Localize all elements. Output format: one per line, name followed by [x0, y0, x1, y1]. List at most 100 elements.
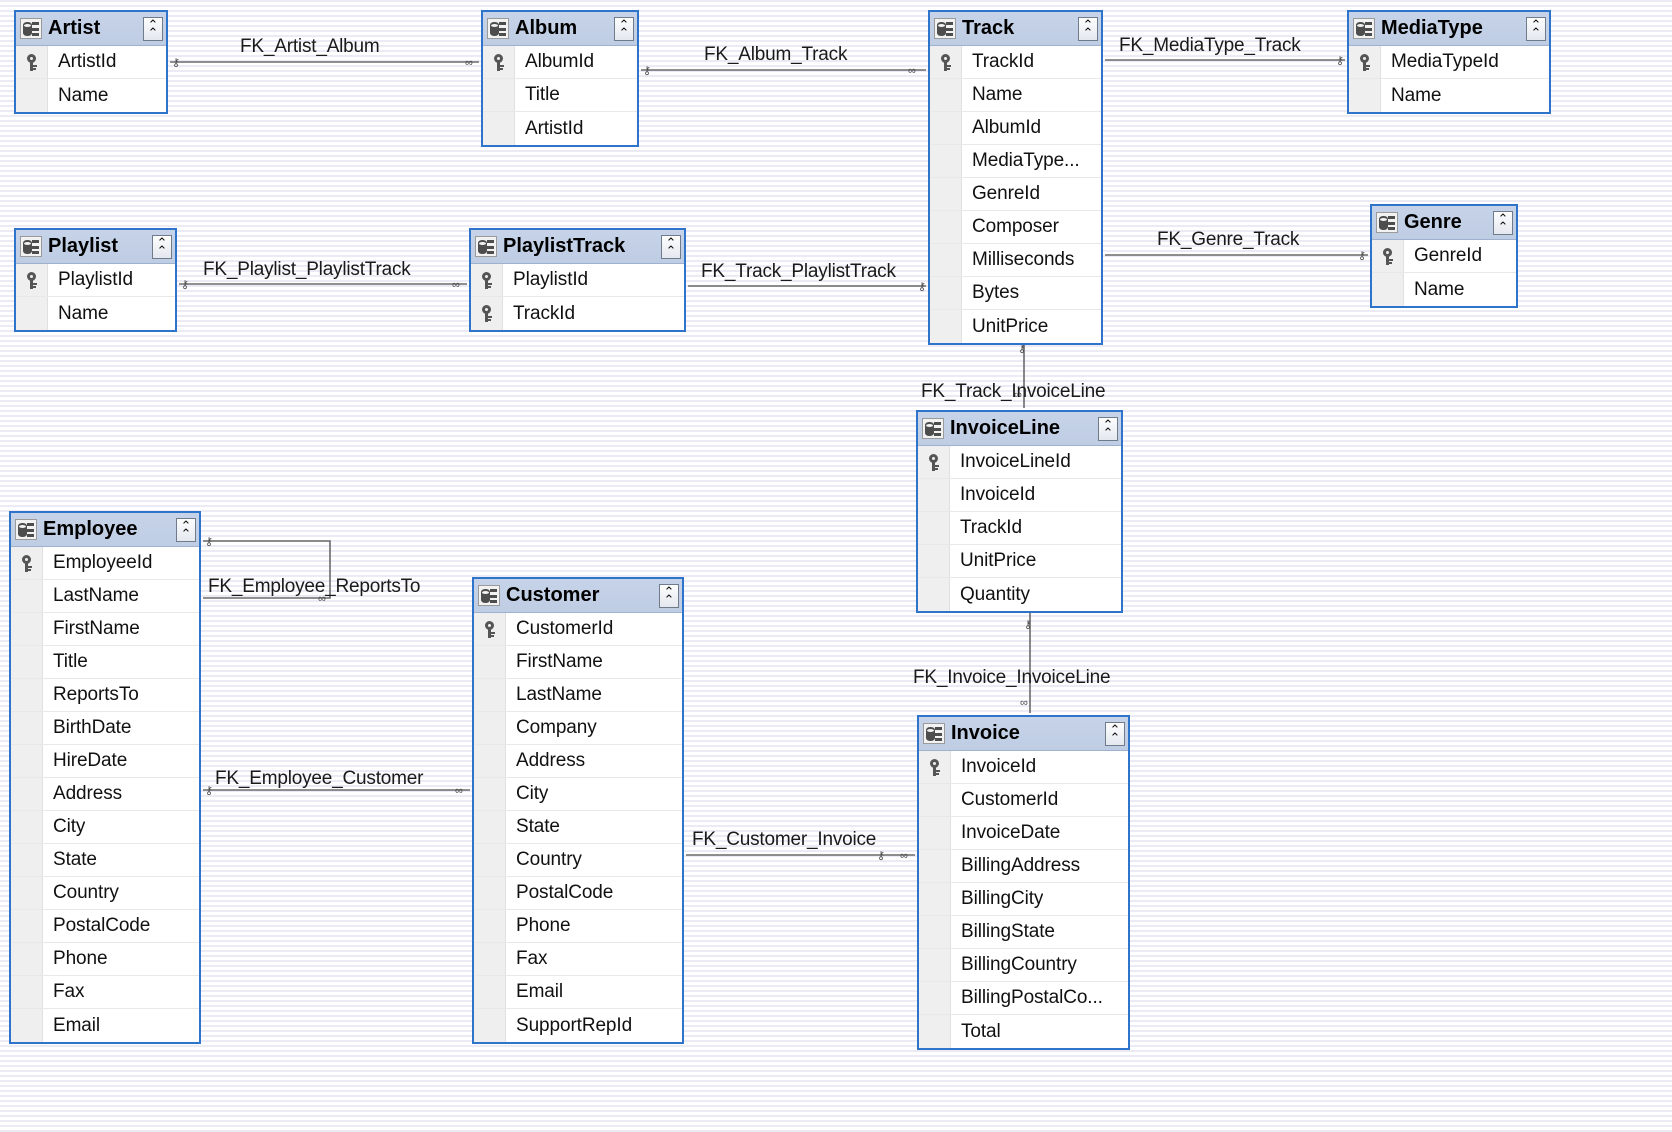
- table-row[interactable]: Milliseconds: [930, 244, 1101, 277]
- table-row[interactable]: CustomerId: [474, 613, 682, 646]
- table-row[interactable]: InvoiceId: [919, 751, 1128, 784]
- table-row[interactable]: InvoiceId: [918, 479, 1121, 512]
- table-row[interactable]: Name: [16, 297, 175, 330]
- table-header-playlisttrack[interactable]: PlaylistTrack⌃⌃: [471, 230, 684, 264]
- table-row[interactable]: InvoiceLineId: [918, 446, 1121, 479]
- collapse-chevron-up-icon[interactable]: ⌃⌃: [152, 234, 172, 259]
- table-row[interactable]: BillingState: [919, 916, 1128, 949]
- collapse-chevron-up-icon[interactable]: ⌃⌃: [614, 16, 634, 41]
- collapse-chevron-up-icon[interactable]: ⌃⌃: [1526, 16, 1546, 41]
- table-row[interactable]: TrackId: [930, 46, 1101, 79]
- table-row[interactable]: PostalCode: [474, 877, 682, 910]
- table-header-customer[interactable]: Customer⌃⌃: [474, 579, 682, 613]
- relationship-label-fk_playlist_playlisttrack[interactable]: FK_Playlist_PlaylistTrack: [203, 259, 411, 280]
- table-row[interactable]: MediaTypeId: [1349, 46, 1549, 79]
- table-row[interactable]: BillingCity: [919, 883, 1128, 916]
- table-row[interactable]: Address: [11, 778, 199, 811]
- table-row[interactable]: LastName: [11, 580, 199, 613]
- table-row[interactable]: PostalCode: [11, 910, 199, 943]
- table-row[interactable]: InvoiceDate: [919, 817, 1128, 850]
- table-row[interactable]: LastName: [474, 679, 682, 712]
- table-row[interactable]: FirstName: [474, 646, 682, 679]
- table-row[interactable]: MediaType...: [930, 145, 1101, 178]
- table-row[interactable]: ArtistId: [16, 46, 166, 79]
- table-row[interactable]: City: [11, 811, 199, 844]
- collapse-chevron-up-icon[interactable]: ⌃⌃: [143, 16, 163, 41]
- table-row[interactable]: Company: [474, 712, 682, 745]
- collapse-chevron-up-icon[interactable]: ⌃⌃: [1078, 16, 1098, 41]
- table-row[interactable]: Quantity: [918, 578, 1121, 611]
- collapse-chevron-up-icon[interactable]: ⌃⌃: [1098, 416, 1118, 441]
- table-row[interactable]: State: [11, 844, 199, 877]
- table-row[interactable]: TrackId: [471, 297, 684, 330]
- table-row[interactable]: Country: [11, 877, 199, 910]
- table-row[interactable]: TrackId: [918, 512, 1121, 545]
- table-row[interactable]: PlaylistId: [471, 264, 684, 297]
- table-row[interactable]: GenreId: [1372, 240, 1516, 273]
- table-row[interactable]: GenreId: [930, 178, 1101, 211]
- table-row[interactable]: Name: [1372, 273, 1516, 306]
- table-row[interactable]: FirstName: [11, 613, 199, 646]
- table-header-invoice[interactable]: Invoice⌃⌃: [919, 717, 1128, 751]
- table-row[interactable]: Address: [474, 745, 682, 778]
- table-row[interactable]: BillingCountry: [919, 949, 1128, 982]
- table-header-mediatype[interactable]: MediaType⌃⌃: [1349, 12, 1549, 46]
- table-row[interactable]: Title: [483, 79, 637, 112]
- relationship-label-fk_track_playlisttrack[interactable]: FK_Track_PlaylistTrack: [701, 261, 896, 282]
- table-row[interactable]: Country: [474, 844, 682, 877]
- relationship-label-fk_customer_invoice[interactable]: FK_Customer_Invoice: [692, 829, 877, 850]
- collapse-chevron-up-icon[interactable]: ⌃⌃: [176, 517, 196, 542]
- relationship-label-fk_track_invoiceline[interactable]: FK_Track_InvoiceLine: [921, 381, 1106, 402]
- collapse-chevron-up-icon[interactable]: ⌃⌃: [1493, 210, 1513, 235]
- table-row[interactable]: Email: [474, 976, 682, 1009]
- table-row[interactable]: Name: [1349, 79, 1549, 112]
- table-row[interactable]: AlbumId: [483, 46, 637, 79]
- table-row[interactable]: UnitPrice: [930, 310, 1101, 343]
- table-row[interactable]: SupportRepId: [474, 1009, 682, 1042]
- table-row[interactable]: Bytes: [930, 277, 1101, 310]
- relationship-label-fk_employee_reportsto[interactable]: FK_Employee_ReportsTo: [208, 576, 421, 597]
- table-row[interactable]: PlaylistId: [16, 264, 175, 297]
- table-row[interactable]: City: [474, 778, 682, 811]
- table-row[interactable]: Title: [11, 646, 199, 679]
- table-row[interactable]: Composer: [930, 211, 1101, 244]
- table-row[interactable]: Phone: [11, 943, 199, 976]
- table-header-invoiceline[interactable]: InvoiceLine⌃⌃: [918, 412, 1121, 446]
- table-row[interactable]: HireDate: [11, 745, 199, 778]
- collapse-chevron-up-icon[interactable]: ⌃⌃: [1105, 721, 1125, 746]
- table-row[interactable]: Name: [930, 79, 1101, 112]
- relationship-label-fk_employee_customer[interactable]: FK_Employee_Customer: [215, 768, 424, 789]
- relationship-label-fk_album_track[interactable]: FK_Album_Track: [704, 44, 848, 65]
- table-header-track[interactable]: Track⌃⌃: [930, 12, 1101, 46]
- table-row[interactable]: ReportsTo: [11, 679, 199, 712]
- relationship-label-fk_artist_album[interactable]: FK_Artist_Album: [240, 36, 380, 57]
- table-row[interactable]: BillingAddress: [919, 850, 1128, 883]
- collapse-chevron-up-icon[interactable]: ⌃⌃: [661, 234, 681, 259]
- table-row[interactable]: UnitPrice: [918, 545, 1121, 578]
- table-header-artist[interactable]: Artist⌃⌃: [16, 12, 166, 46]
- table-row[interactable]: State: [474, 811, 682, 844]
- table-row[interactable]: Fax: [11, 976, 199, 1009]
- table-row[interactable]: BirthDate: [11, 712, 199, 745]
- table-row[interactable]: Name: [16, 79, 166, 112]
- table-row[interactable]: CustomerId: [919, 784, 1128, 817]
- table-row[interactable]: ArtistId: [483, 112, 637, 145]
- table-row[interactable]: Fax: [474, 943, 682, 976]
- table-header-genre[interactable]: Genre⌃⌃: [1372, 206, 1516, 240]
- table-header-playlist[interactable]: Playlist⌃⌃: [16, 230, 175, 264]
- table-row[interactable]: AlbumId: [930, 112, 1101, 145]
- table-row[interactable]: Phone: [474, 910, 682, 943]
- relationship-label-fk_mediatype_track[interactable]: FK_MediaType_Track: [1119, 35, 1301, 56]
- table-header-album[interactable]: Album⌃⌃: [483, 12, 637, 46]
- relationship-label-fk_genre_track[interactable]: FK_Genre_Track: [1157, 229, 1300, 250]
